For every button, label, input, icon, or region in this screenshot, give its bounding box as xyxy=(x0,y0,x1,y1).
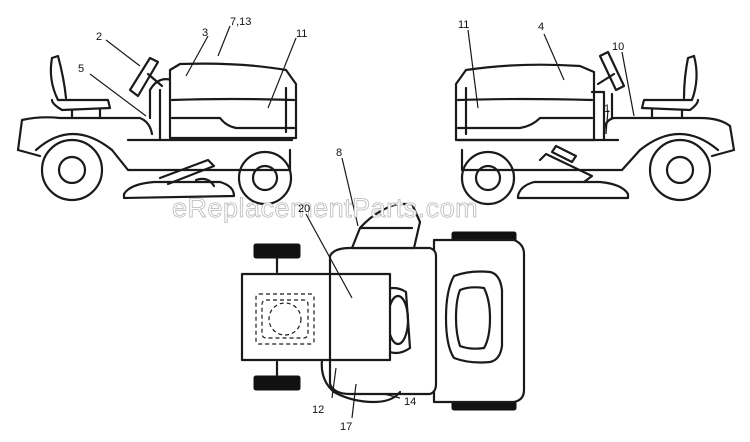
callout-11-left: 11 xyxy=(296,28,307,40)
callout-17: 17 xyxy=(340,421,352,433)
callout-11-right: 11 xyxy=(458,19,469,31)
tractor-top-view xyxy=(240,157,526,419)
callout-5: 5 xyxy=(78,63,84,75)
callout-3: 3 xyxy=(202,27,208,39)
watermark-text: eReplacementParts.com xyxy=(172,193,478,223)
callout-8: 8 xyxy=(336,147,342,159)
callout-2: 2 xyxy=(96,31,102,43)
callout-14: 14 xyxy=(404,396,416,408)
callout-10: 10 xyxy=(612,41,624,53)
callout-20: 20 xyxy=(298,203,310,215)
tractor-left-side-view xyxy=(16,25,298,206)
tractor-right-side-view xyxy=(454,29,736,206)
callout-labels: 2 3 7,13 11 5 11 4 10 1 8 20 12 14 17 xyxy=(78,16,624,433)
callout-7-13: 7,13 xyxy=(230,16,251,28)
callout-12: 12 xyxy=(312,404,324,416)
callout-1: 1 xyxy=(604,103,610,115)
callout-4: 4 xyxy=(538,21,544,33)
